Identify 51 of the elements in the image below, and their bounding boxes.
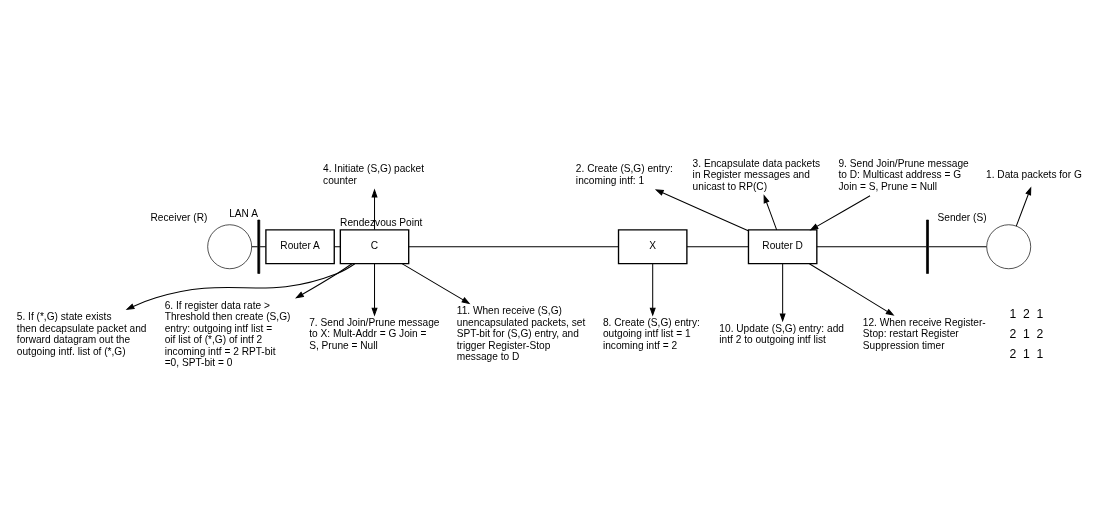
node-text: 1. Data packets for G [986, 169, 1082, 181]
arrow [1015, 186, 1032, 227]
connector [251, 246, 259, 248]
label: 2 [1009, 347, 1017, 362]
label: 1 [1009, 306, 1017, 321]
arrow [763, 194, 778, 231]
connector [259, 246, 267, 248]
arrow [809, 195, 871, 231]
node-text: 11. When receive (S,G) unencapsulated packets, set SPT-bit for (S,G) entry, and trigger Register-Stop message to D [456, 305, 586, 363]
node-bar [257, 219, 261, 274]
label: 2 [1009, 327, 1017, 342]
connector [928, 246, 988, 248]
node-label: Receiver (R) [150, 212, 208, 224]
connector [686, 246, 749, 248]
arrow [295, 263, 353, 299]
node-box: Router D [747, 229, 818, 265]
label: 1 [1022, 327, 1030, 342]
arrow [779, 263, 786, 323]
arrow [125, 263, 356, 310]
arrow [371, 263, 378, 317]
node-box: C [339, 229, 410, 265]
label: 1 [1036, 347, 1044, 362]
arrow [808, 263, 895, 316]
node-box: X [617, 229, 688, 265]
label: 2 [1036, 327, 1044, 342]
node-text: 9. Send Join/Prune message to D: Multicast address = G Join = S, Prune = Null [838, 157, 969, 192]
node-circle [207, 224, 252, 270]
node-circle [986, 224, 1032, 270]
node-box: Router A [265, 229, 335, 265]
node-label: Sender (S) [937, 212, 987, 224]
node-bar [926, 219, 929, 274]
node-text: 3. Encapsulate data packets in Register messages and unicast to RP(C) [692, 157, 821, 192]
arrow [401, 263, 471, 305]
node-text: 2. Create (S,G) entry: incoming intf: 1 [575, 163, 673, 186]
arrow [371, 188, 378, 231]
label: 1 [1022, 347, 1030, 362]
node-text: 10. Update (S,G) entry: add intf 2 to outgoing intf list [719, 322, 844, 346]
label: 2 [1022, 306, 1030, 321]
arrow [649, 263, 656, 317]
node-label: LAN A [229, 207, 258, 219]
node-text: 4. Initiate (S,G) packet counter [323, 163, 424, 186]
node-text: 12. When receive Register-Stop: restart Register Suppression timer [862, 316, 986, 351]
connector [408, 246, 619, 248]
arrow [654, 189, 749, 232]
node-text: 8. Create (S,G) entry: outgoing intf list = 1 incoming intf = 2 [602, 316, 700, 351]
label: 1 [1036, 306, 1044, 321]
node-text: 6. If register data rate > Threshold then create (S,G) entry: outgoing intf list = oif list of (*,G) of intf 2 incoming intf = 2 RPT-bit =0, SPT-bit = 0 [164, 299, 291, 369]
node-text: 5. If (*,G) state exists then decapsulate packet and forward datagram out the outgoing intf. list of (*,G) [16, 311, 147, 357]
connector [816, 246, 927, 248]
node-text: 7. Send Join/Prune message to X: Mult-Addr = G Join = S, Prune = Null [309, 316, 440, 351]
connector [333, 246, 341, 248]
